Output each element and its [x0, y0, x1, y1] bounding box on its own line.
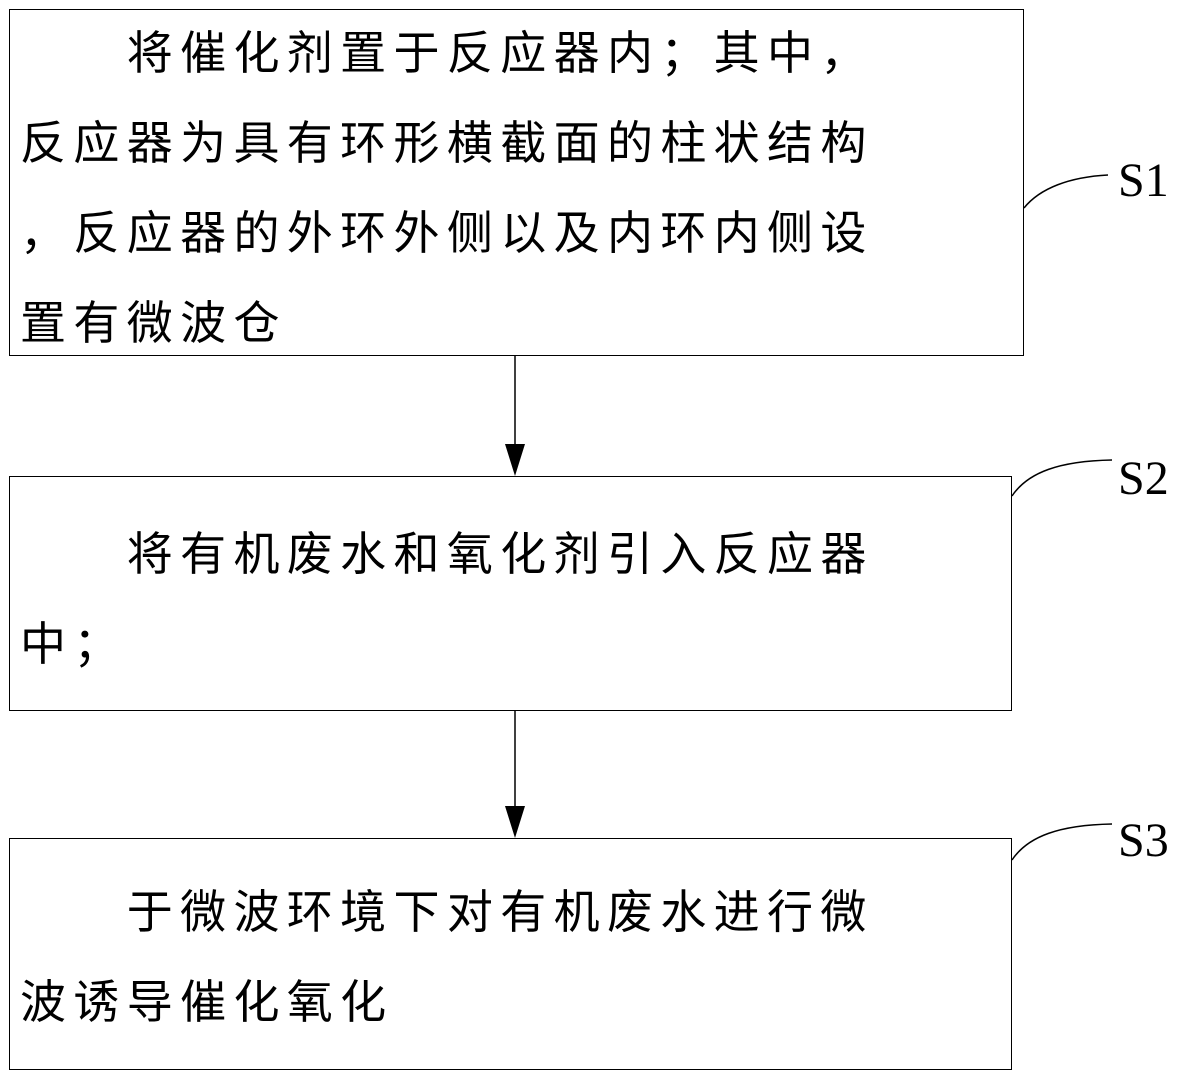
leader-s2: [1011, 459, 1113, 497]
leader-s1: [1023, 174, 1109, 209]
step-s1-line-4: 置有微波仓: [20, 296, 287, 350]
arrow-s1-s2-head-icon: [505, 444, 525, 476]
step-s2-line-2: 中；: [20, 617, 127, 671]
step-s1-line-2: 反应器为具有环形横截面的柱状结构: [20, 116, 874, 170]
arrow-s2-s3-head-icon: [505, 806, 525, 838]
step-s1-line-3: ，反应器的外环外侧以及内环内侧设: [20, 206, 874, 260]
step-s2-label: S2: [1118, 452, 1169, 505]
leader-s3: [1011, 823, 1113, 861]
step-s3-line-1: 于微波环境下对有机废水进行微: [20, 885, 874, 939]
step-s2-line-1: 将有机废水和氧化剂引入反应器: [20, 527, 874, 581]
step-s1-label: S1: [1118, 154, 1169, 207]
step-s2-box: [9, 476, 1012, 711]
step-s3-box: [9, 838, 1012, 1070]
step-s1-line-1: 将催化剂置于反应器内；其中，: [20, 26, 874, 80]
step-s3-line-2: 波诱导催化氧化: [20, 975, 394, 1029]
step-s1-box: [9, 9, 1024, 356]
step-s3-label: S3: [1118, 814, 1169, 867]
